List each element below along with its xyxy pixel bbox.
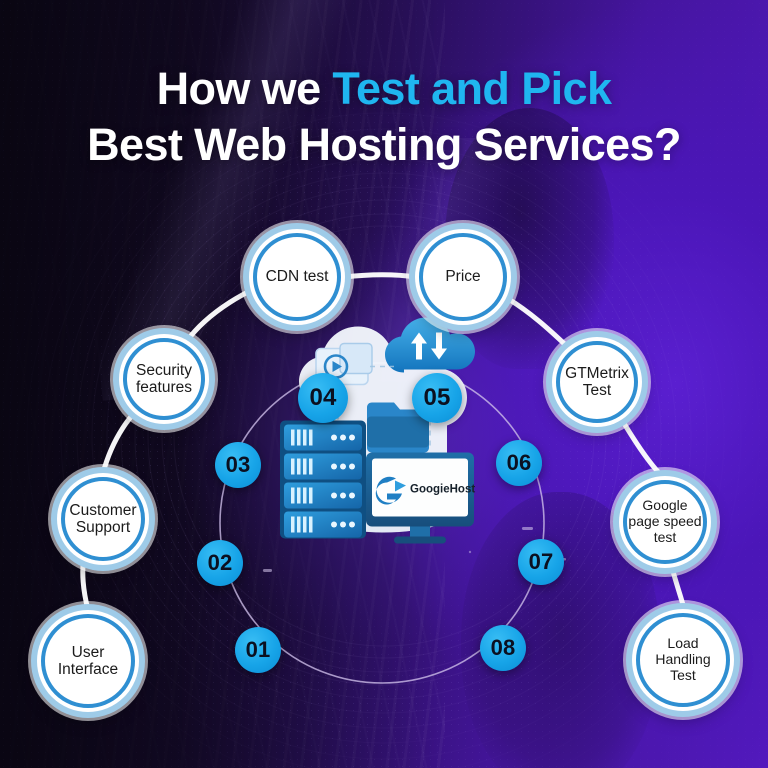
title-line-1: How we Test and Pick xyxy=(0,65,768,114)
badge-label: 05 xyxy=(423,384,451,411)
badge-label: 01 xyxy=(245,637,271,662)
badge-05[interactable]: 05 xyxy=(412,373,462,423)
title-line-1-plain: How we xyxy=(156,63,333,115)
center-illustration: GoogieHost xyxy=(254,311,514,556)
badge-label: 03 xyxy=(225,452,251,477)
badge-03[interactable]: 03 xyxy=(215,442,261,488)
badge-07[interactable]: 07 xyxy=(518,539,564,585)
badge-label: 02 xyxy=(207,550,233,575)
folder-icon xyxy=(367,402,429,453)
brand-name-text: GoogieHost xyxy=(410,484,475,496)
connector-pagespeed-to-load xyxy=(669,565,687,613)
badge-04[interactable]: 04 xyxy=(298,373,348,423)
badge-label: 06 xyxy=(506,450,532,475)
badge-01[interactable]: 01 xyxy=(235,627,281,673)
badge-label: 04 xyxy=(309,384,337,411)
server-rack xyxy=(280,420,366,539)
connector-cdn-to-price xyxy=(342,272,418,280)
node-label: Price xyxy=(445,268,481,286)
badge-08[interactable]: 08 xyxy=(480,625,526,671)
page-title: How we Test and Pick Best Web Hosting Se… xyxy=(0,65,768,169)
title-line-1-accent: Test and Pick xyxy=(332,63,612,115)
badge-label: 08 xyxy=(490,635,516,660)
node-label: CDN test xyxy=(265,268,329,286)
badge-02[interactable]: 02 xyxy=(197,540,243,586)
desktop-monitor: GoogieHost xyxy=(366,452,475,544)
connector-gtmetrix-to-pagespeed xyxy=(619,417,665,479)
badge-label: 07 xyxy=(528,549,554,574)
cloud-sync-icon xyxy=(385,317,475,373)
node-cdn-test[interactable]: CDN test xyxy=(249,229,345,325)
brand-mark xyxy=(375,476,406,505)
node-price[interactable]: Price xyxy=(415,229,511,325)
title-line-2: Best Web Hosting Services? xyxy=(87,119,681,171)
badge-06[interactable]: 06 xyxy=(496,440,542,486)
